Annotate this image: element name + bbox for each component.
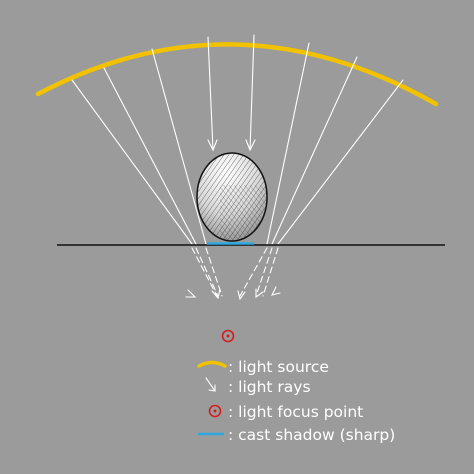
dashed-rays (191, 247, 279, 297)
yellow-arc-icon (197, 360, 227, 368)
legend: : light source : light rays : light focu… (197, 358, 395, 444)
light-ray (249, 34, 255, 151)
legend-label-light-source: : light source (228, 358, 329, 376)
light-ray (277, 79, 404, 245)
ray-arrowheads (207, 139, 256, 152)
legend-item-cast-shadow: : cast shadow (sharp) (198, 426, 395, 444)
light-ray (271, 56, 358, 245)
light-ray (207, 36, 214, 151)
light-rays (71, 34, 404, 245)
dashed-ray-arrowheads (185, 286, 281, 301)
light-source-arc (35, 42, 439, 107)
legend-item-focus-point: : light focus point (208, 403, 363, 421)
light-ray (266, 42, 310, 245)
legend-item-light-rays: : light rays (205, 377, 311, 396)
light-ray (103, 67, 197, 245)
legend-label-cast-shadow: : cast shadow (sharp) (228, 426, 395, 444)
legend-label-light-rays: : light rays (228, 378, 311, 396)
red-target-icon (208, 404, 222, 418)
light-ray (71, 79, 193, 245)
white-arrow-icon (205, 377, 216, 392)
light-ray (151, 48, 207, 245)
legend-label-focus-point: : light focus point (228, 403, 363, 421)
legend-item-light-source: : light source (197, 358, 329, 376)
focus-point-icon (221, 329, 235, 343)
